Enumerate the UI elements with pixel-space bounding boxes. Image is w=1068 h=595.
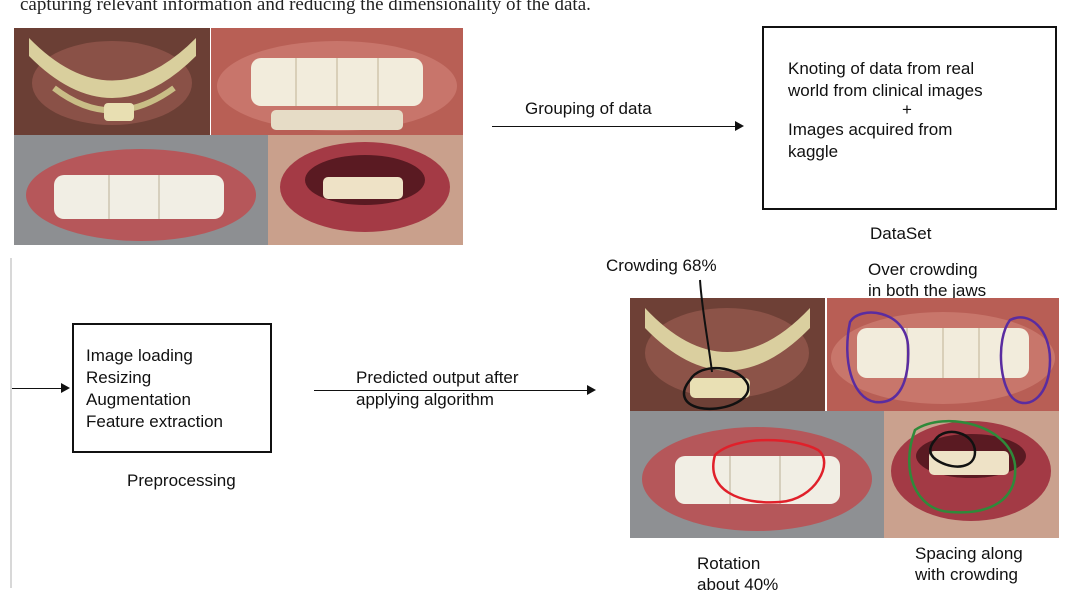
- overcrowding-left-circle: [847, 313, 908, 403]
- spacing-line-2: with crowding: [915, 564, 1018, 585]
- rotation-line-1: Rotation: [697, 553, 760, 574]
- spacing-line-1: Spacing along: [915, 543, 1023, 564]
- spacing-black-circle: [930, 432, 975, 467]
- rotation-line-2: about 40%: [697, 574, 778, 595]
- crowding-pointer-line: [700, 280, 712, 372]
- overcrowding-right-circle: [1001, 317, 1050, 403]
- rotation-red-circle: [713, 440, 824, 502]
- crowding-circle-mark: [684, 368, 748, 409]
